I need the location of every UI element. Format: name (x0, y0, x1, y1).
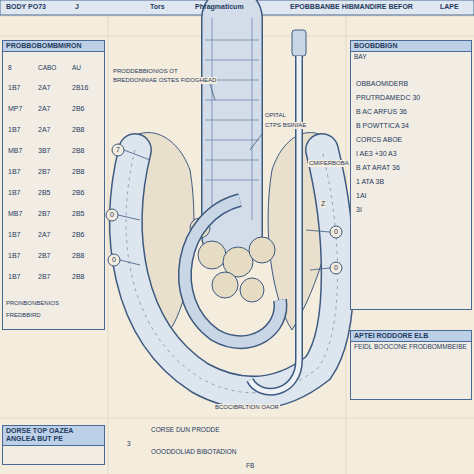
table-cell: 2B16 (72, 84, 88, 92)
table-cell: 2B6 (72, 189, 84, 197)
table-cell: 2B8 (72, 273, 84, 281)
table-cell: 2B8 (72, 252, 84, 260)
panel-row: CORCS ABOE (356, 136, 402, 144)
part-label: BREDDONNIAE OSTES FIDOGHEAD (112, 77, 217, 84)
note-text: PRONBONBENIOS (6, 300, 59, 307)
part-label: BCOCIBRLTION OAOR (214, 404, 280, 411)
panel-row: B POWTTICA 34 (356, 122, 409, 130)
header-text: Tors (150, 3, 165, 11)
table-cell: 2B7 (38, 252, 50, 260)
note-box: DORSE TOP OAZEA ANGLEA BUT PE (2, 425, 105, 465)
grid (0, 16, 474, 474)
rectum-rings (205, 18, 259, 220)
table-heading: CABO (38, 64, 56, 71)
table-cell: 2A7 (38, 105, 50, 113)
callout-number: 0 (334, 228, 338, 236)
table-cell: 2B7 (38, 168, 50, 176)
callout-number: 0 (334, 264, 338, 272)
table-cell: 2B5 (38, 189, 50, 197)
panel-row: 1 ATA 3B (356, 178, 384, 186)
table-cell: 2B8 (72, 168, 84, 176)
note-text: FB (245, 462, 255, 469)
part-label: OPITAL (264, 112, 287, 119)
table-cell: MB7 (8, 147, 22, 155)
note-box: APTEI RODDORE ELBFEIDL BOOCONE FRODBOMMB… (350, 330, 472, 400)
panel-heading: PROBBOBOMBMIRON (3, 41, 104, 52)
table-cell: 1B7 (8, 273, 20, 281)
panel-row: B AC ARFUS 36 (356, 108, 407, 116)
panel-row: 1AI (356, 192, 367, 200)
callout-number: 0 (112, 256, 116, 264)
table-cell: 1B7 (8, 168, 20, 176)
table-cell: 2B6 (72, 105, 84, 113)
part-label: PRODDEBBIONIOS OT (112, 68, 179, 75)
header-text: EPOBBBANBE HIBMANDIRE BEFOR (290, 3, 413, 11)
part-label: CTPS BSINIAE (264, 122, 307, 129)
winding-tube-outline (185, 200, 281, 342)
leader-lines (118, 84, 330, 270)
table-heading: AU (72, 64, 81, 71)
part-label: Z (320, 200, 326, 208)
header-text: LAPE (440, 3, 459, 11)
panel-row: I AE3 +30 A3 (356, 150, 397, 158)
part-label: CMIFERBOBA (308, 160, 350, 167)
note-text: OOODDOLIAD BIBOTADION (150, 448, 237, 455)
panel-heading: APTEI RODDORE ELB (351, 331, 471, 342)
table-cell: 1B7 (8, 126, 20, 134)
table-cell: MB7 (8, 210, 22, 218)
table-cell: 1B7 (8, 231, 20, 239)
note-text: CORSE DUN PRODDE (150, 426, 221, 433)
header-text: Phragmaticum (195, 3, 244, 11)
table-cell: 2A7 (38, 231, 50, 239)
table-cell: 1B7 (8, 189, 20, 197)
panel-text: FEIDL BOOCONE FRODBOMMBEIBE (351, 342, 471, 352)
table-cell: 3B7 (38, 147, 50, 155)
endoscope-outline (250, 56, 299, 392)
header-text: BODY PO73 (6, 3, 46, 11)
winding-tube (185, 200, 281, 342)
panel-row: OBBAOMIDERB (356, 80, 408, 88)
panel-heading: BOOBDBIGN (351, 41, 471, 52)
endoscope (250, 56, 299, 392)
table-cell: 2B6 (72, 231, 84, 239)
table-cell: 2B8 (72, 147, 84, 155)
table-cell: 2A7 (38, 126, 50, 134)
callout-number: 7 (116, 146, 120, 154)
table-cell: 2B5 (72, 210, 84, 218)
panel-text: BAY (351, 52, 471, 62)
table-cell: MP7 (8, 105, 22, 113)
data-table: PROBBOBOMBMIRON (2, 40, 105, 330)
table-cell: 2B7 (38, 273, 50, 281)
table-cell: 1B7 (8, 252, 20, 260)
panel-row: PRUTRDAMEDC 30 (356, 94, 420, 102)
panel-row: B AT ARAT 36 (356, 164, 400, 172)
endoscope-handle (292, 30, 306, 56)
callout-circles (106, 144, 342, 274)
table-cell: 2B8 (72, 126, 84, 134)
note-text: 3 (126, 440, 132, 447)
panel-row: 3I (356, 206, 362, 214)
header-text: J (75, 3, 79, 11)
table-cell: 2B7 (38, 210, 50, 218)
note-text: FREDBBIRD (6, 312, 41, 319)
panel-heading: DORSE TOP OAZEA ANGLEA BUT PE (3, 426, 104, 446)
table-cell: 1B7 (8, 84, 20, 92)
callout-number: 0 (110, 211, 114, 219)
table-cell: 2A7 (38, 84, 50, 92)
table-heading: 8 (8, 64, 12, 71)
